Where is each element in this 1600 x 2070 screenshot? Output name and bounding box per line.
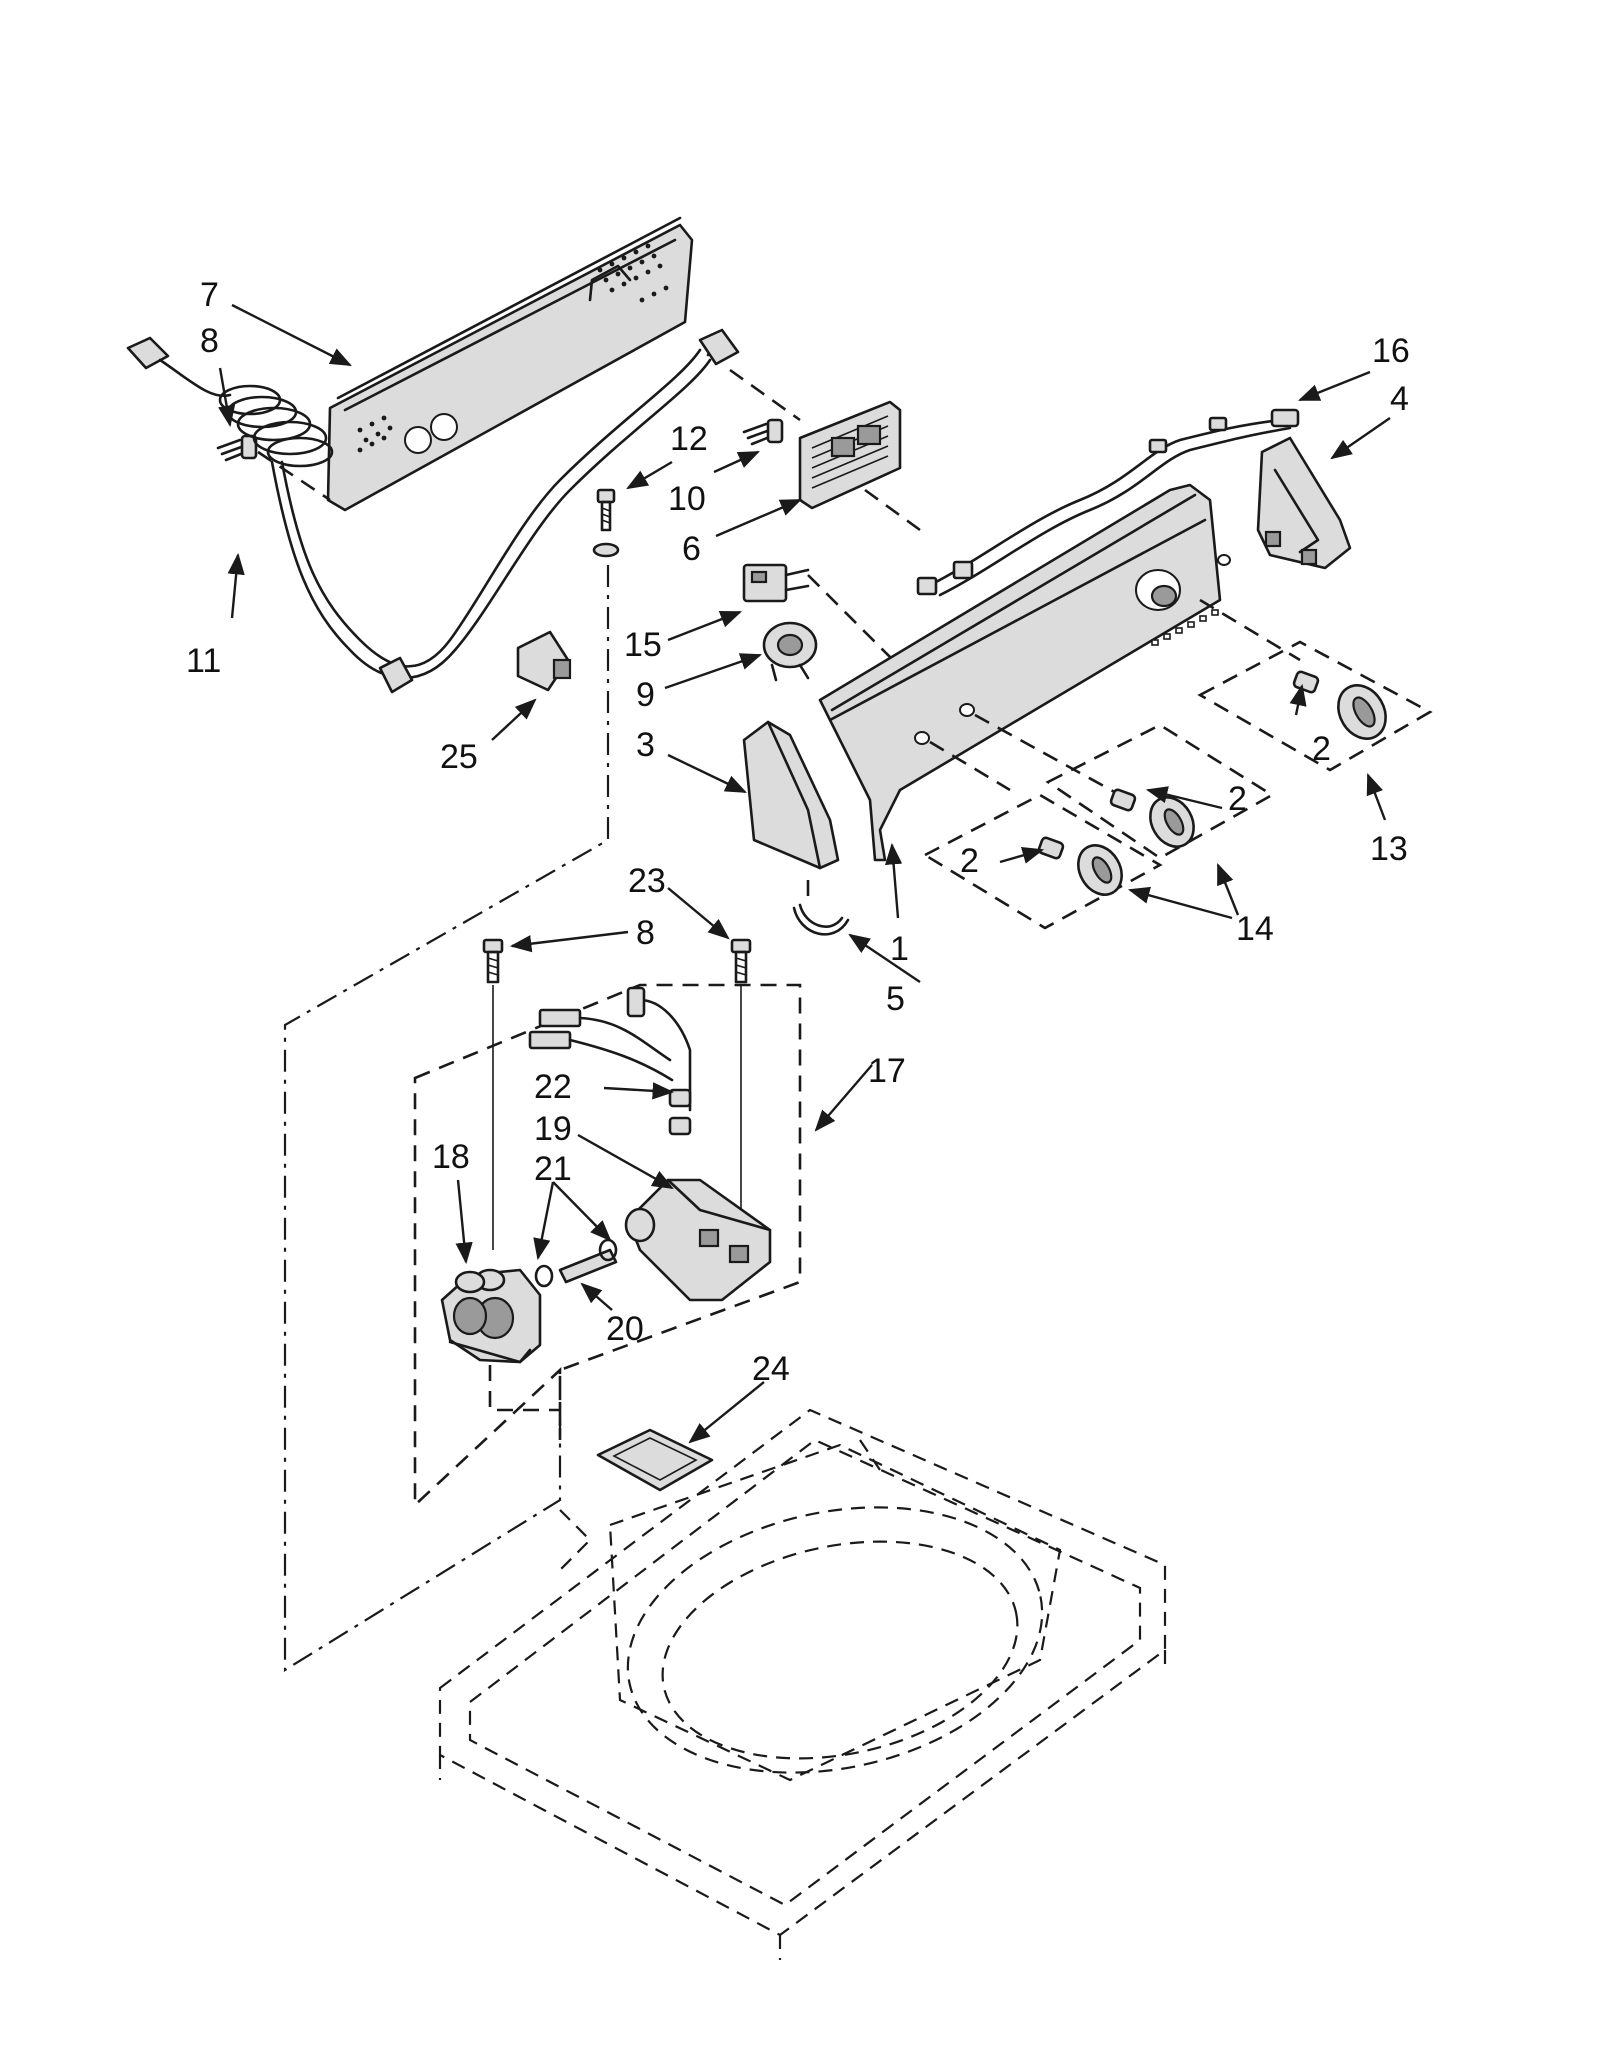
callout-18: 18 [432,1138,470,1176]
callout-12: 12 [670,420,708,458]
callout-22: 22 [534,1068,572,1106]
callout-2-a: 2 [1312,730,1331,768]
callout-16: 16 [1372,332,1410,370]
callout-19: 19 [534,1110,572,1148]
callout-13: 13 [1370,830,1408,868]
control-board-part [798,400,902,510]
callout-8-bottom: 8 [636,914,655,952]
knob-group-14 [922,723,1275,930]
clip-part [792,903,850,936]
left-end-cap-part [742,720,840,870]
callout-3: 3 [636,726,655,764]
clip-part [516,630,572,692]
callout-4: 4 [1390,380,1409,418]
callout-14: 14 [1236,910,1274,948]
screw-icon [742,418,784,446]
dispenser-group-17 [413,983,802,1508]
callout-2-b: 2 [1228,780,1247,818]
callout-11: 11 [186,642,221,680]
callout-7: 7 [200,276,219,314]
dispenser-part [624,1178,772,1302]
callout-5: 5 [886,980,905,1018]
callout-9: 9 [636,676,655,714]
callout-24: 24 [752,1350,790,1388]
callout-20: 20 [606,1310,644,1348]
callout-1: 1 [890,930,909,968]
callout-21: 21 [534,1150,572,1188]
pressure-switch-part [762,621,818,682]
callout-6: 6 [682,530,701,568]
leader-arrows [218,303,1391,1444]
power-cord-part [126,328,740,694]
callout-2-c: 2 [960,842,979,880]
wire-harness-part [916,408,1300,597]
rear-panel-part [326,216,694,512]
pad-part [596,1428,714,1492]
screw-icon [216,434,258,462]
inlet-tube-part [534,1238,618,1288]
screw-icon [730,938,752,984]
water-valve-part [440,1268,542,1364]
ground-screw-part [592,488,620,558]
screw-icon [482,938,504,984]
callout-labels: 7 8 11 12 10 6 16 4 15 9 25 3 1 5 2 2 2 … [186,276,1410,1388]
knob-group-13 [1197,640,1433,772]
lid-switch-part [742,563,810,603]
washer-top-base-part [438,1408,1167,1960]
right-end-cap-part [1256,436,1352,570]
dispenser-harness-part [528,986,692,1136]
callout-25: 25 [440,738,478,776]
callout-15: 15 [624,626,662,664]
callout-10: 10 [668,480,706,518]
console-part [818,483,1231,862]
callout-8-top: 8 [200,322,219,360]
callout-17: 17 [868,1052,906,1090]
callout-23: 23 [628,862,666,900]
